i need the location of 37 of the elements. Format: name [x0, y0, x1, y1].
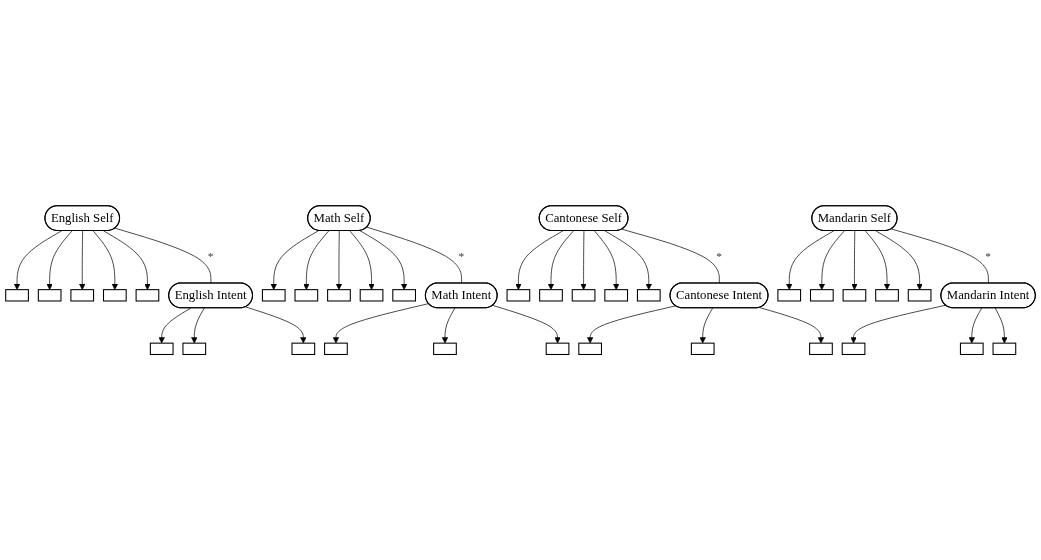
- node-box: [809, 289, 834, 302]
- node-box: [327, 289, 351, 302]
- node-box: [809, 342, 833, 355]
- node-box: [571, 289, 596, 302]
- connector: [366, 226, 462, 284]
- node-box: [506, 289, 531, 302]
- node-box: [777, 289, 802, 302]
- node-box: [103, 289, 127, 302]
- node-box: [992, 342, 1017, 355]
- node-box: [636, 289, 661, 302]
- node-box: [875, 289, 899, 302]
- node-box: [578, 342, 602, 355]
- node-box: [433, 342, 457, 355]
- node-box: [392, 289, 416, 302]
- node-box: [5, 289, 29, 302]
- node-box: [70, 289, 95, 302]
- node-box: [842, 289, 867, 302]
- edge-label: *: [716, 250, 722, 263]
- node-box: [135, 289, 160, 302]
- edge-label: *: [207, 250, 214, 263]
- node-box: [959, 342, 984, 355]
- node-box: [841, 342, 866, 355]
- edge-label: *: [458, 250, 465, 263]
- node-box: [545, 342, 570, 355]
- node-box: [359, 289, 384, 302]
- edge-label: *: [985, 250, 991, 263]
- node-box: [294, 289, 319, 302]
- node-box: [690, 342, 715, 355]
- node-box: [182, 342, 207, 355]
- node-box: [539, 289, 563, 302]
- node-box: [291, 342, 316, 355]
- node-box: [261, 289, 286, 302]
- node-box: [324, 342, 348, 355]
- node-box: [149, 342, 174, 355]
- node-box: [907, 289, 932, 302]
- node-box: [604, 289, 629, 302]
- node-box: [37, 289, 62, 302]
